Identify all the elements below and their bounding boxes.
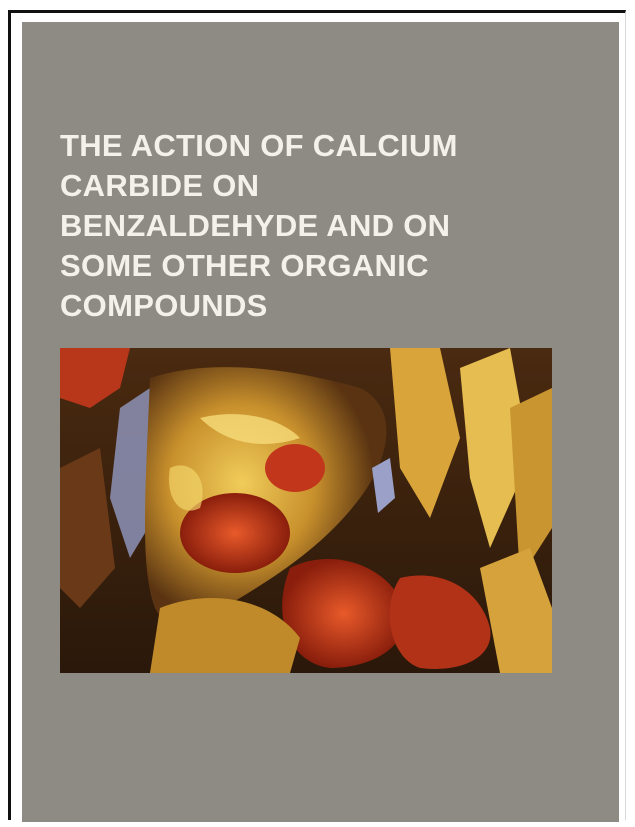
title-line-5: COMPOUNDS: [60, 288, 268, 323]
cover-illustration: [60, 348, 552, 673]
page-frame: [8, 10, 626, 820]
title-line-1: THE ACTION OF CALCIUM: [60, 128, 458, 163]
book-title: THE ACTION OF CALCIUM CARBIDE ON BENZALD…: [60, 126, 560, 326]
title-line-2: CARBIDE ON: [60, 168, 260, 203]
flower-painting-image: [60, 348, 552, 673]
title-line-3: BENZALDEHYDE AND ON: [60, 208, 451, 243]
title-line-4: SOME OTHER ORGANIC: [60, 248, 429, 283]
